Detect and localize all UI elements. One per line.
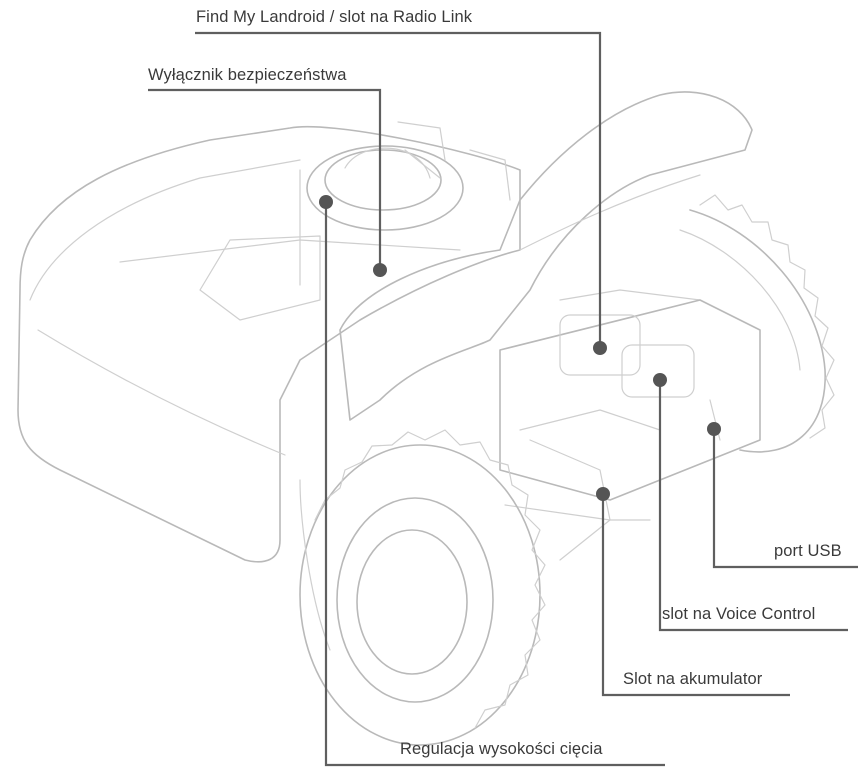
leader-usb-port — [712, 429, 858, 569]
marker-find-my — [593, 341, 607, 355]
leader-voice-control — [658, 380, 848, 632]
label-safety-switch: Wyłącznik bezpieczeństwa — [148, 66, 347, 84]
leader-cut-height — [324, 202, 665, 767]
label-cut-height: Regulacja wysokości cięcia — [400, 740, 603, 758]
label-find-my: Find My Landroid / slot na Radio Link — [196, 8, 473, 26]
marker-battery-slot — [596, 487, 610, 501]
label-battery-slot: Slot na akumulator — [623, 670, 763, 688]
callout-lines — [148, 31, 858, 767]
leader-safety-switch — [148, 88, 382, 270]
label-voice-control: slot na Voice Control — [662, 605, 816, 623]
label-usb-port: port USB — [774, 542, 842, 560]
marker-cut-height — [319, 195, 333, 209]
leader-battery-slot — [601, 494, 790, 697]
marker-voice-control — [653, 373, 667, 387]
leader-find-my — [195, 31, 602, 348]
marker-usb-port — [707, 422, 721, 436]
marker-safety-switch — [373, 263, 387, 277]
robot-mower-outline — [17, 91, 835, 746]
